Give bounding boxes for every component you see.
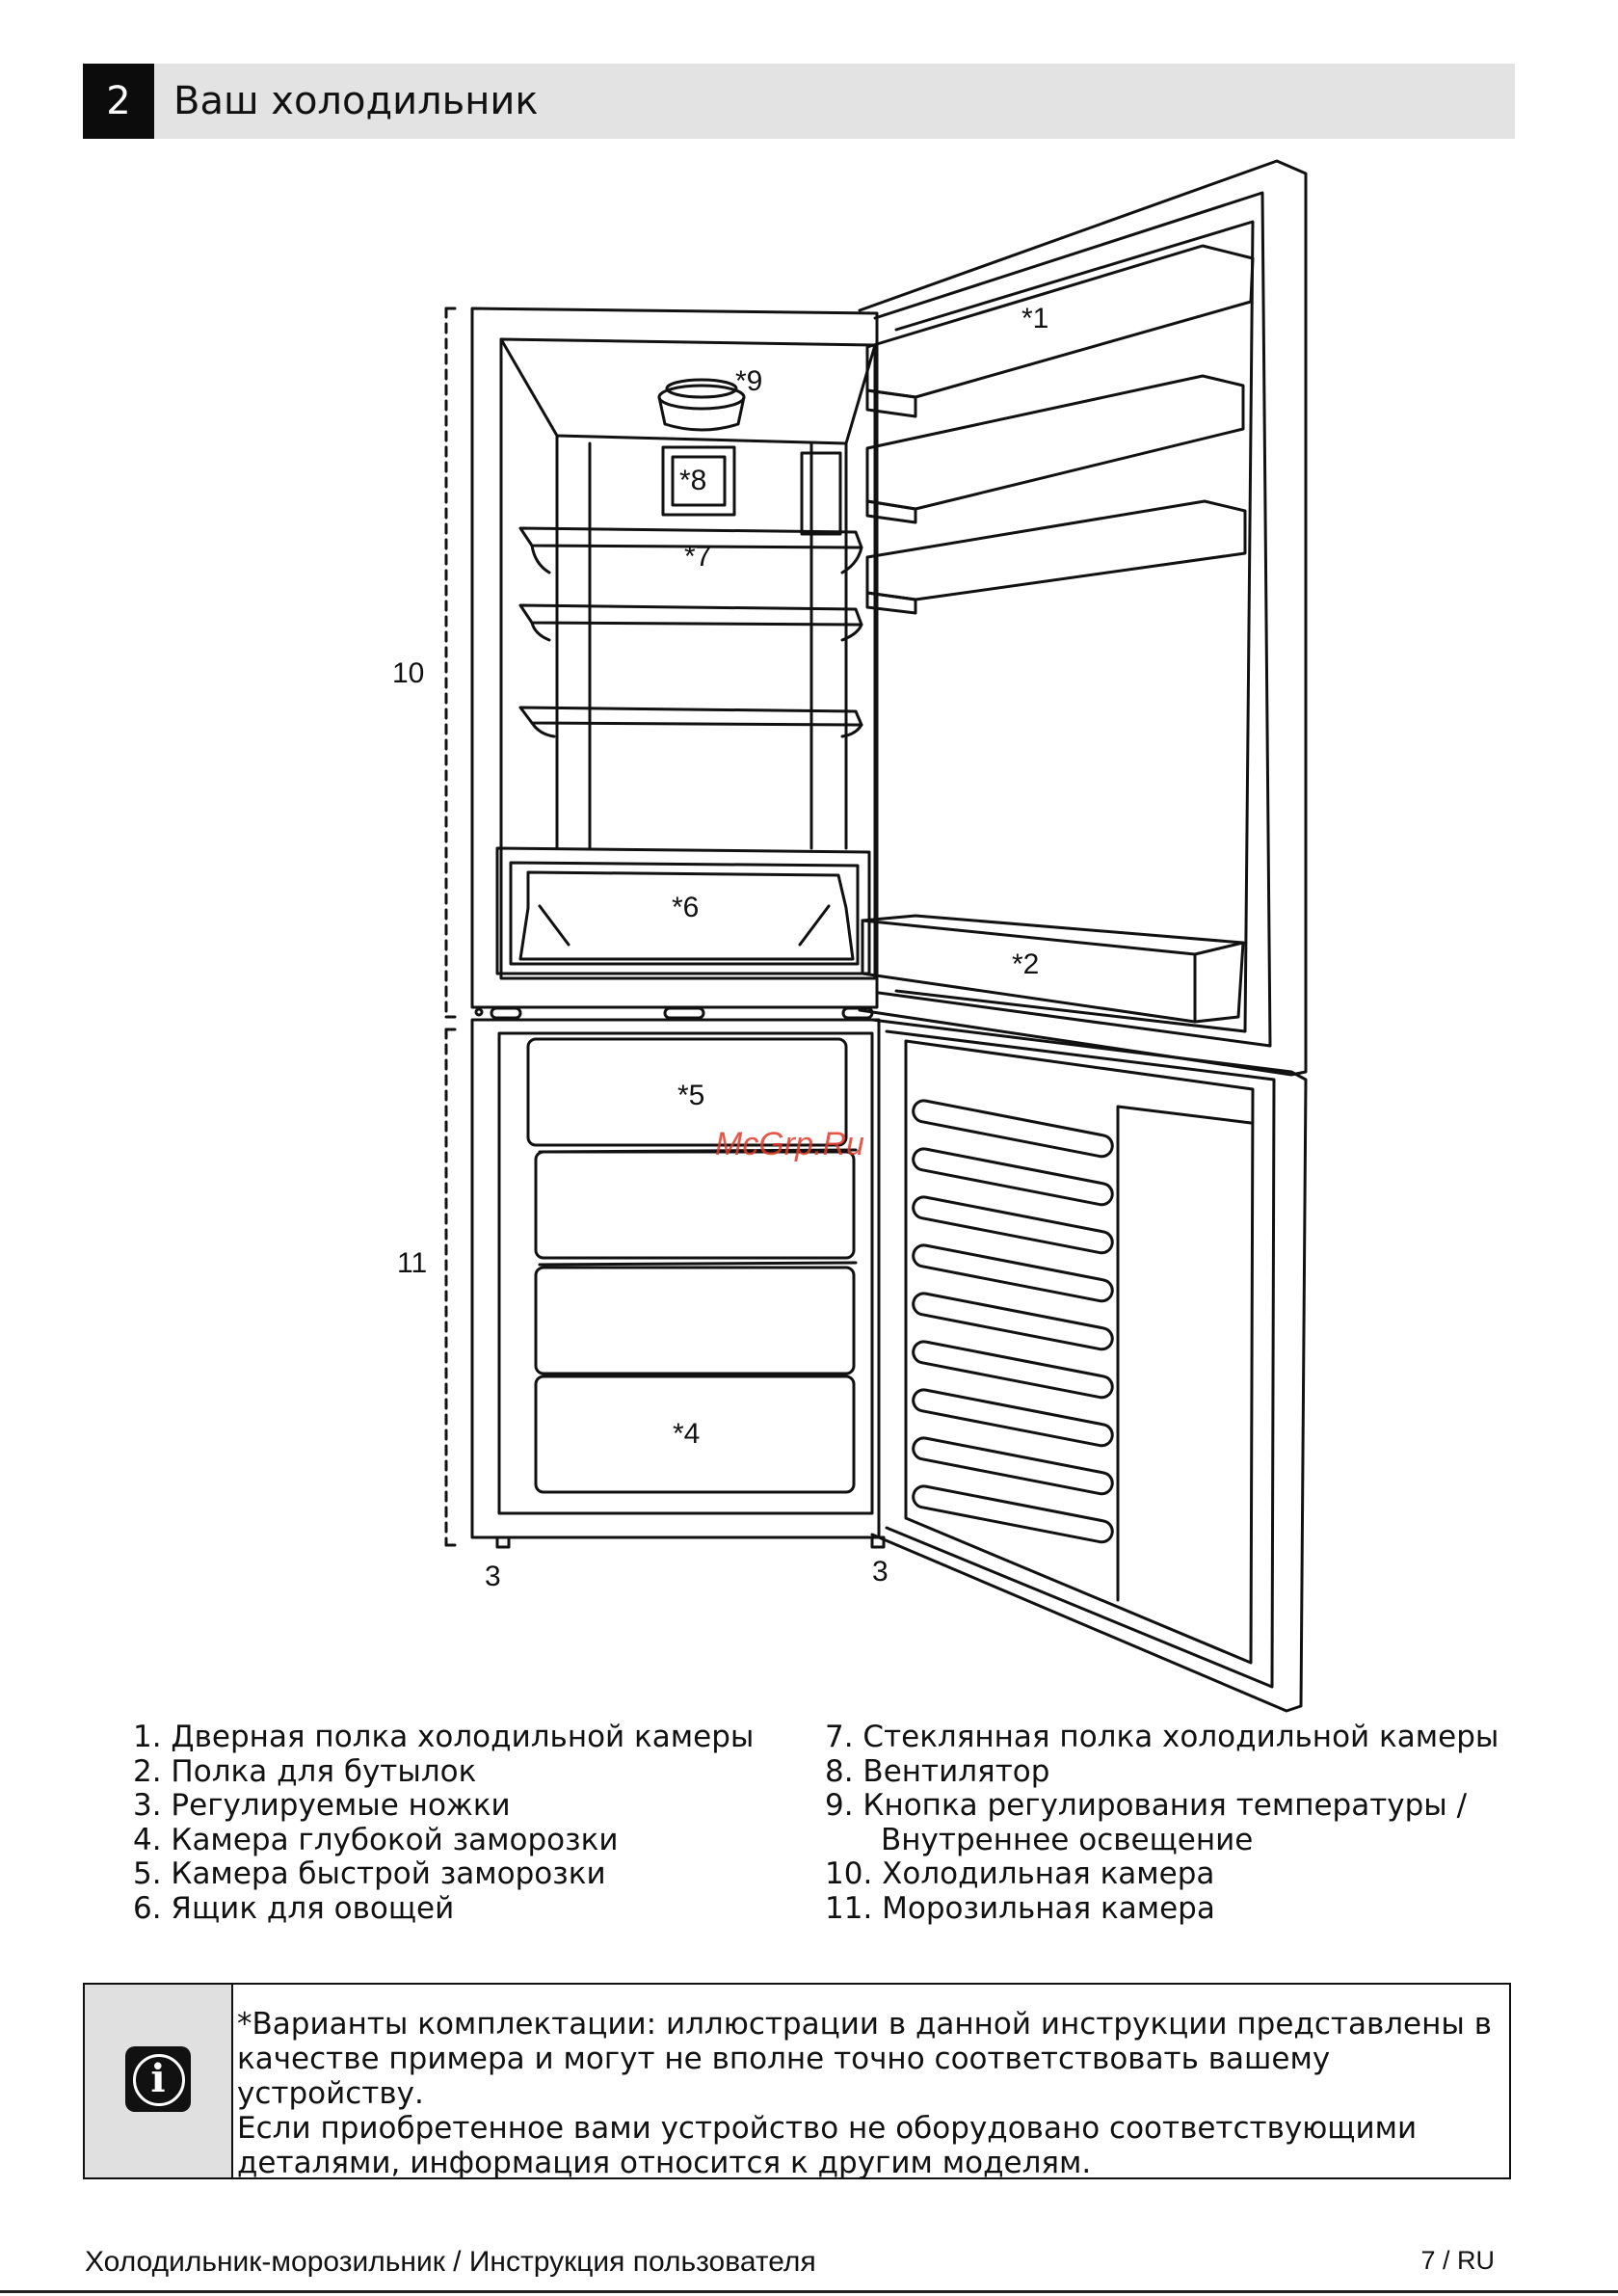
legend-item: 5. Камера быстрой заморозки [133, 1856, 606, 1891]
legend-item: 4. Камера глубокой заморозки [133, 1822, 619, 1857]
fridge-door [858, 159, 1308, 1077]
section-number: 2 [83, 64, 154, 139]
note-line: качестве примера и могут не вполне точно… [237, 2042, 1331, 2111]
note-icon-cell: i [85, 1985, 233, 2177]
fridge-dimension-bracket [444, 307, 463, 1019]
label-bottle-shelf: *2 [1012, 948, 1039, 980]
thermostat-housing [657, 378, 746, 432]
section-header-bar [83, 64, 1515, 139]
label-deep-freeze: *4 [673, 1418, 700, 1450]
section-title: Ваш холодильник [173, 79, 539, 123]
label-fan: *8 [679, 465, 706, 496]
legend-item-continuation: Внутреннее освещение [881, 1822, 1254, 1857]
label-feet-right: 3 [872, 1556, 889, 1588]
page-number: 7 / RU [1420, 2246, 1495, 2275]
legend-item: 9. Кнопка регулирования температуры / [825, 1788, 1468, 1823]
side-light [800, 451, 842, 536]
note-text: *Варианты комплектации: иллюстрации в да… [237, 2007, 1509, 2180]
legend-item: 10. Холодильная камера [825, 1856, 1215, 1891]
note-line: деталями, информация относится к другим … [237, 2146, 1092, 2180]
note-box: i [83, 1983, 1511, 2179]
note-line: *Варианты комплектации: иллюстрации в да… [237, 2007, 1492, 2042]
freezer-door [870, 1018, 1308, 1713]
legend-item: 3. Регулируемые ножки [133, 1788, 511, 1823]
bottom-rule [0, 2290, 1618, 2293]
label-fridge-compartment: 10 [392, 657, 424, 689]
fridge-cabinet [470, 307, 879, 1009]
label-fast-freeze: *5 [677, 1080, 704, 1111]
bottle-shelf [861, 914, 1245, 1024]
info-icon: i [125, 2046, 191, 2112]
glass-shelves [518, 526, 863, 738]
left-foot [495, 1535, 511, 1549]
legend-right: 7. Стеклянная полка холодильной камеры 8… [825, 1720, 1577, 1926]
freezer-door-ribs [912, 1099, 1114, 1544]
legend-item: 7. Стеклянная полка холодильной камеры [825, 1720, 1499, 1754]
label-crisper: *6 [672, 892, 699, 923]
legend-item: 6. Ящик для овощей [133, 1890, 455, 1926]
legend-item: 11. Морозильная камера [825, 1890, 1215, 1926]
label-door-shelf: *1 [1021, 303, 1048, 334]
divider-panel [474, 1006, 874, 1020]
fan-unit [661, 445, 736, 517]
freezer-dimension-bracket [444, 1028, 463, 1547]
label-glass-shelf: *7 [684, 541, 711, 573]
label-thermostat: *9 [735, 365, 762, 397]
freezer-cabinet [470, 1018, 881, 1539]
legend-item: 8. Вентилятор [825, 1753, 1050, 1789]
door-shelves [865, 244, 1255, 615]
watermark: McGrp.Ru [715, 1126, 864, 1162]
footer-title: Холодильник-морозильник / Инструкция пол… [85, 2246, 816, 2278]
legend-item: 2. Полка для бутылок [133, 1753, 477, 1789]
legend-left: 1. Дверная полка холодильной камеры 2. П… [133, 1720, 808, 1926]
legend-item: 1. Дверная полка холодильной камеры [133, 1720, 755, 1754]
note-line: Если приобретенное вами устройство не об… [237, 2111, 1418, 2146]
label-freezer-compartment: 11 [397, 1247, 427, 1279]
label-feet-left: 3 [485, 1561, 501, 1592]
